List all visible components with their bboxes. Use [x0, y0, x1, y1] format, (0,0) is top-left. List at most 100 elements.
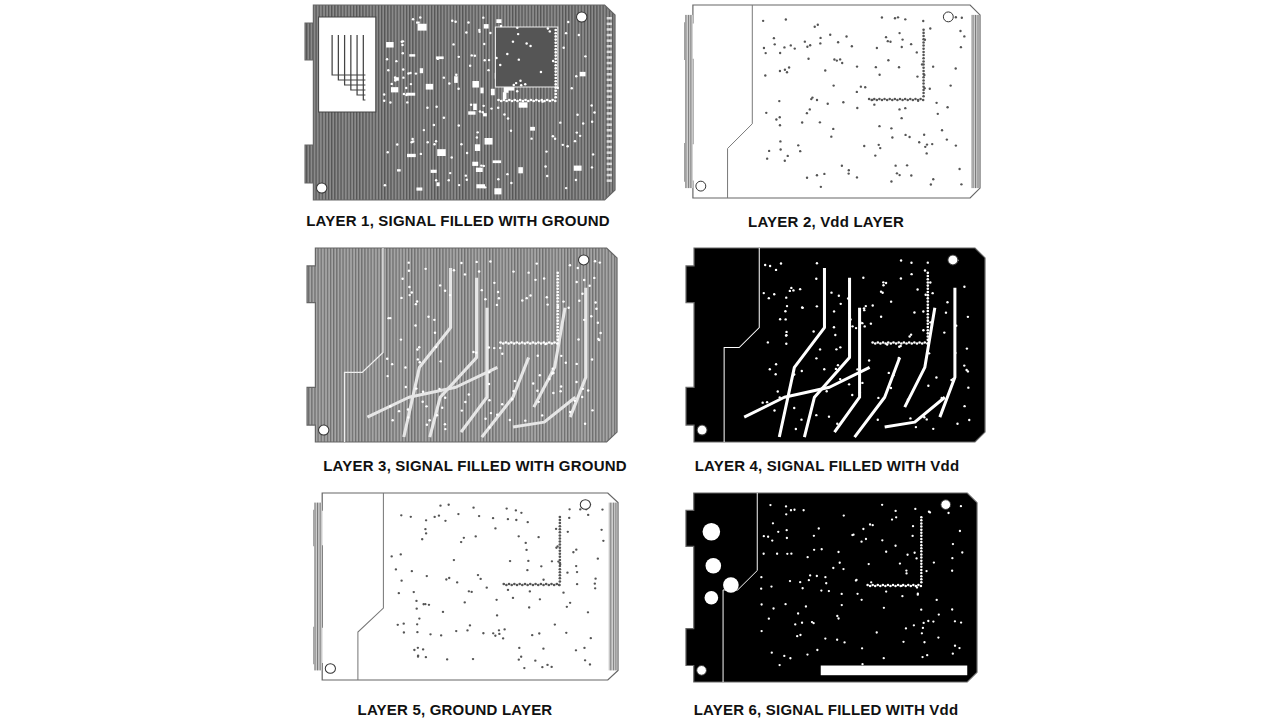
plane-split [723, 493, 757, 682]
mounting-hole [696, 181, 706, 191]
via [801, 622, 803, 624]
via [917, 594, 919, 596]
via [515, 82, 517, 84]
via [444, 428, 446, 430]
via [926, 654, 928, 656]
via [937, 113, 939, 115]
via [468, 393, 470, 395]
via [775, 363, 777, 365]
via [920, 585, 923, 588]
component-pad [472, 81, 478, 88]
via [556, 326, 559, 329]
via [415, 387, 417, 389]
via [575, 549, 577, 551]
board-outline [314, 493, 618, 680]
via [851, 325, 853, 327]
via [780, 262, 782, 264]
via [848, 169, 850, 171]
via [790, 553, 792, 555]
trace [332, 35, 365, 75]
edge-band [314, 503, 322, 671]
via [447, 504, 449, 506]
trace [513, 397, 575, 427]
via [819, 348, 821, 350]
component-pad [416, 22, 420, 24]
via [577, 338, 579, 340]
via [836, 59, 838, 61]
via [444, 290, 446, 292]
via [920, 553, 923, 556]
via [837, 41, 839, 43]
via [415, 600, 417, 602]
via [912, 525, 914, 527]
via [927, 323, 930, 326]
via [927, 620, 929, 622]
via [502, 342, 505, 345]
via [472, 507, 474, 509]
via [881, 99, 884, 102]
via [929, 88, 931, 90]
via [879, 342, 882, 345]
via [856, 368, 858, 370]
via [922, 44, 925, 47]
via [908, 335, 910, 337]
via [806, 653, 808, 655]
via [908, 136, 910, 138]
via [920, 550, 923, 553]
mounting-hole [577, 12, 587, 22]
via [912, 99, 915, 102]
via [526, 341, 529, 344]
via [488, 399, 490, 401]
edge-pin [607, 168, 612, 171]
via [413, 591, 415, 593]
via [419, 16, 421, 18]
via [774, 373, 776, 375]
via [894, 17, 896, 19]
via [410, 83, 412, 85]
via [922, 57, 925, 60]
via [902, 641, 904, 643]
via [888, 98, 891, 101]
via [548, 378, 550, 380]
trace [940, 288, 955, 417]
via [559, 531, 562, 533]
via [936, 599, 938, 601]
via [777, 531, 779, 533]
via [833, 326, 835, 328]
via [863, 145, 865, 147]
edge-pin [607, 107, 612, 110]
via [789, 580, 791, 582]
via [513, 342, 516, 345]
via [778, 100, 780, 102]
via [784, 603, 786, 605]
via [815, 357, 817, 359]
via [600, 529, 602, 531]
via [542, 579, 544, 581]
via [559, 519, 562, 521]
via [482, 111, 484, 113]
via [599, 332, 601, 334]
via [862, 277, 864, 279]
board-outline [307, 248, 617, 442]
via [881, 16, 883, 18]
via [453, 559, 455, 561]
via [870, 322, 872, 324]
via [545, 583, 548, 585]
via [510, 129, 512, 131]
via [534, 659, 536, 661]
via [839, 562, 841, 564]
mounting-hole [580, 500, 590, 510]
via [518, 342, 521, 345]
via [885, 551, 887, 553]
via [562, 46, 564, 48]
via [521, 299, 523, 301]
via [488, 371, 490, 373]
via [408, 286, 410, 288]
via [553, 341, 556, 344]
via [922, 66, 925, 69]
via [785, 334, 787, 336]
via [816, 262, 818, 264]
via [790, 287, 792, 289]
via [456, 581, 458, 583]
via [567, 531, 569, 533]
